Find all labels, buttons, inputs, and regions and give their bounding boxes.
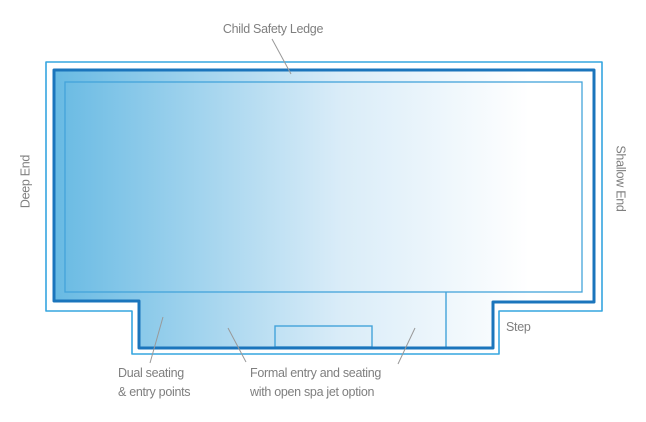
- pool-outline-outer: [45, 61, 603, 355]
- deep-end-label: Deep End: [18, 154, 33, 209]
- formal-entry-line1: Formal entry and seating: [250, 366, 382, 380]
- leader-line-dual-seating: [149, 316, 164, 364]
- pool-outline-main: [52, 68, 596, 350]
- child-safety-ledge-label: Child Safety Ledge: [222, 22, 324, 36]
- formal-entry-label: Formal entry and seating with open spa j…: [250, 364, 381, 402]
- dual-seating-line1: Dual seating: [118, 366, 184, 380]
- leader-line-child-safety: [271, 38, 292, 75]
- leader-line-formal-entry-right: [397, 327, 416, 365]
- dual-seating-label: Dual seating & entry points: [118, 364, 191, 402]
- shallow-end-label: Shallow End: [613, 145, 628, 212]
- formal-entry-line2: with open spa jet option: [250, 385, 375, 399]
- dual-seating-line2: & entry points: [118, 385, 191, 399]
- step-label: Step: [506, 320, 531, 334]
- pool-water-fill: [54, 70, 594, 348]
- leader-line-formal-entry-left: [227, 327, 247, 363]
- water-edge-line: [64, 81, 583, 293]
